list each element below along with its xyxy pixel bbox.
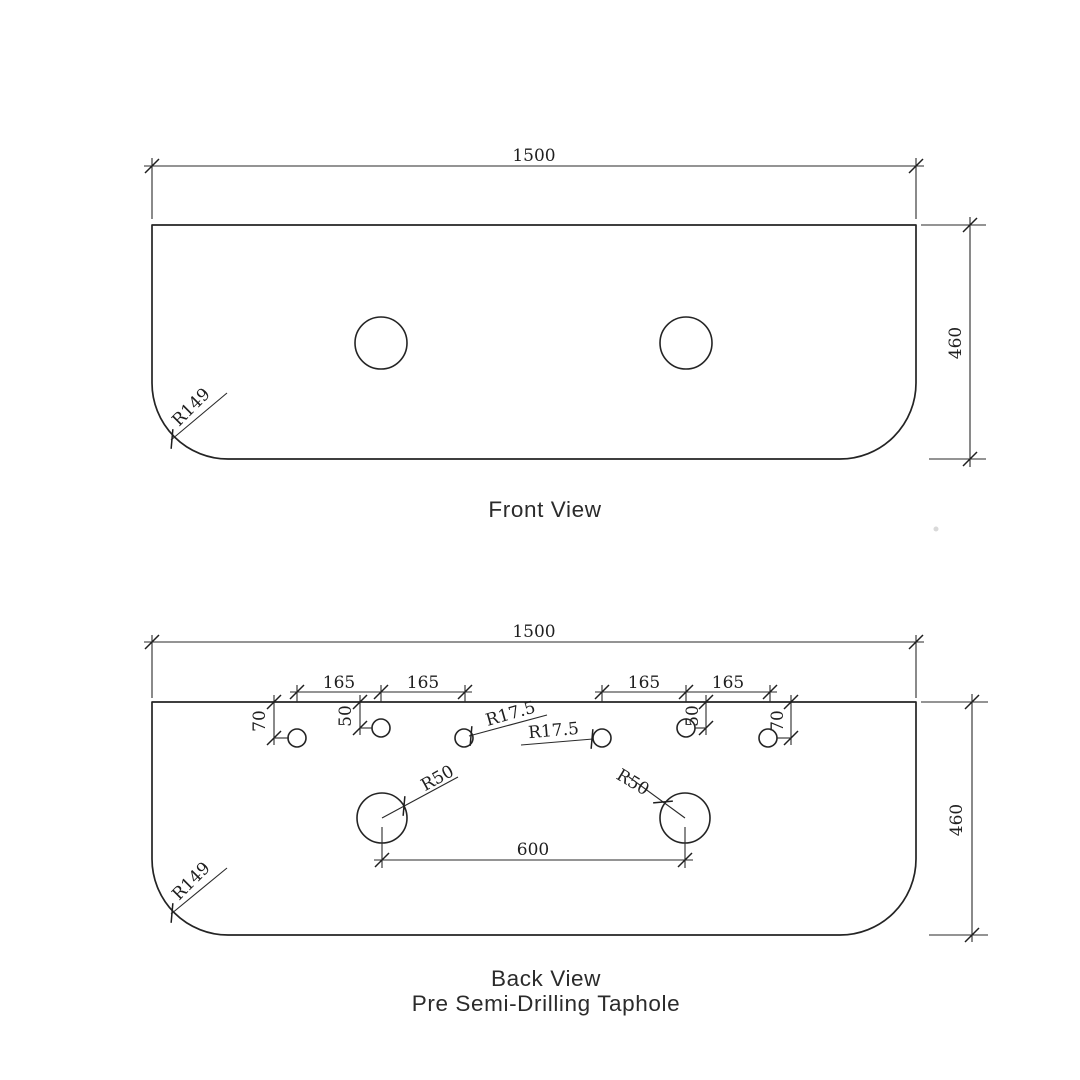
front-height-dimension: 460 [921, 217, 986, 467]
offset-label-1: 70 [250, 710, 270, 732]
back-pilot-hole-4 [592, 728, 612, 748]
front-taphole-left [354, 316, 408, 370]
back-pilot-radius-callout-right: R17.5 [520, 719, 603, 750]
back-height-dim-label: 460 [947, 804, 967, 836]
large-hole-radius-label-1: R50 [418, 762, 458, 796]
front-corner-radius-callout: R149 [161, 384, 228, 450]
back-offset-dimension-50-left: 50 [336, 694, 372, 736]
spacing-label-3: 165 [628, 673, 660, 693]
back-offset-dimension-50-right: 50 [683, 694, 714, 736]
spacing-label-4: 165 [712, 673, 744, 693]
center-distance-label: 600 [517, 840, 549, 860]
spacing-label-2: 165 [407, 673, 439, 693]
large-hole-radius-label-2: R50 [613, 765, 653, 800]
front-width-dimension: 1500 [144, 146, 924, 219]
front-view-title: Front View [488, 497, 601, 522]
front-panel-outline [151, 224, 917, 460]
offset-label-4: 70 [768, 710, 788, 732]
back-pilot-hole-2 [371, 718, 391, 738]
back-height-dimension: 460 [921, 694, 988, 943]
back-view-subtitle: Pre Semi-Drilling Taphole [412, 991, 680, 1016]
back-corner-radius-callout: R149 [161, 858, 228, 924]
back-spacing-dimension-left: 165 165 [289, 673, 473, 702]
back-width-dim-label: 1500 [512, 622, 555, 642]
front-width-dim-label: 1500 [512, 146, 555, 166]
back-view-title: Back View [491, 966, 601, 991]
back-center-distance-dimension: 600 [374, 827, 693, 868]
back-offset-dimension-70-right: 70 [768, 694, 799, 746]
spacing-label-1: 165 [323, 673, 355, 693]
back-pilot-hole-3 [454, 728, 474, 748]
offset-label-3: 50 [683, 705, 703, 727]
front-corner-radius-label: R149 [168, 384, 214, 430]
back-taphole-radius-callout-left: R50 [381, 762, 459, 819]
scan-speck [933, 526, 939, 532]
back-panel-outline [151, 701, 917, 936]
back-pilot-hole-1 [287, 728, 307, 748]
back-width-dimension: 1500 [144, 622, 924, 698]
front-view: 1500 460 R149 Front View [144, 146, 986, 522]
front-taphole-right [659, 316, 713, 370]
back-taphole-radius-callout-right: R50 [613, 765, 686, 819]
back-view: 1500 165 165 165 165 [144, 622, 988, 1016]
small-hole-radius-label-2: R17.5 [527, 719, 579, 743]
front-height-dim-label: 460 [946, 327, 966, 359]
back-offset-dimension-70-left: 70 [250, 694, 289, 746]
back-spacing-dimension-right: 165 165 [594, 673, 778, 702]
offset-label-2: 50 [336, 705, 356, 727]
